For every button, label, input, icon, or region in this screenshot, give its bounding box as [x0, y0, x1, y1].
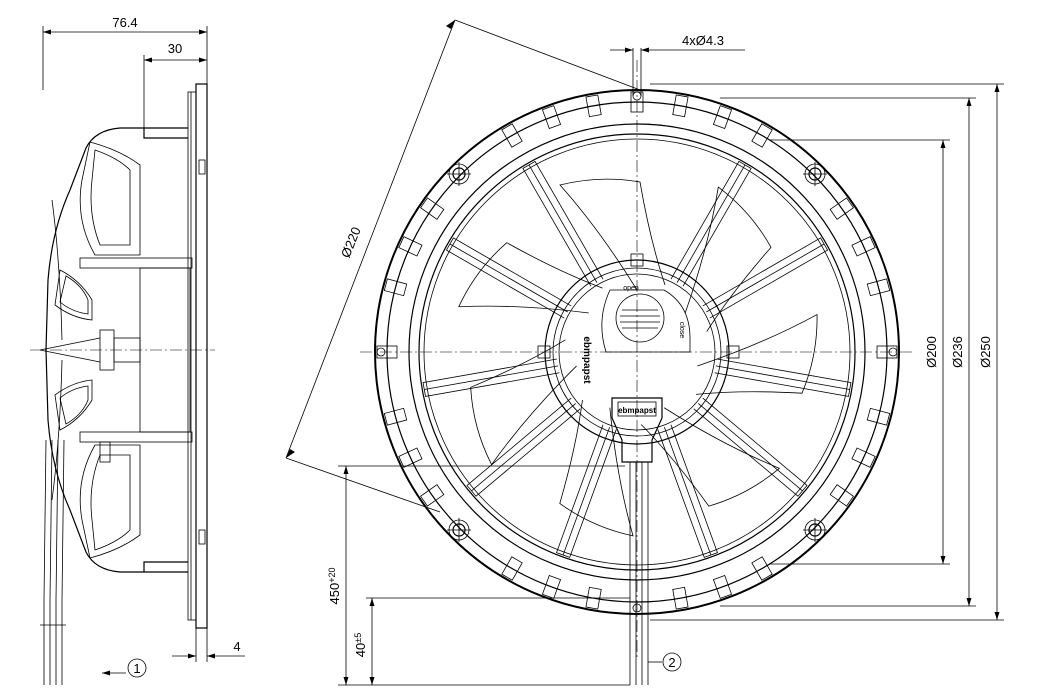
- dim-flange-label: 30: [168, 41, 182, 56]
- dim-cable-main-value: 450: [327, 583, 342, 605]
- dim-d250-label: Ø250: [978, 336, 993, 368]
- hub-brand-label: ebmpapst: [581, 336, 592, 384]
- label-open: open: [623, 285, 639, 292]
- dim-cable-strip-tolerance: ±5: [353, 633, 363, 643]
- dim-holes-label: 4xØ4.3: [682, 33, 724, 48]
- dim-d236-label: Ø236: [950, 336, 965, 368]
- impeller-blades: [458, 178, 818, 537]
- ring-ribs: [376, 91, 898, 610]
- hub-outer: [544, 259, 730, 445]
- dim-d220-label: Ø220: [338, 225, 364, 260]
- outer-ring: [374, 89, 900, 615]
- connector-brand-label: ebmpapst: [618, 406, 656, 415]
- callout-1-circle: [127, 658, 147, 678]
- dim-cable-strip-label: 40±5: [353, 633, 368, 657]
- cable-connector: [611, 397, 663, 463]
- dim-thickness-label: 4: [233, 639, 240, 654]
- callout-2-label: 2: [668, 655, 675, 670]
- callout-2-circle: [662, 652, 682, 672]
- dim-cable-main-tolerance: +20: [327, 568, 337, 583]
- callout-1-label: 1: [133, 661, 140, 676]
- dim-cable-strip-value: 40: [353, 643, 368, 657]
- dim-d200-label: Ø200: [924, 336, 939, 368]
- struts: [422, 160, 852, 558]
- dim-depth-label: 76.4: [112, 15, 137, 30]
- dim-cable-main-label: 450+20: [327, 568, 342, 605]
- front-view: open close ebmpapst ebmpapst Ø220 4xØ4.3…: [285, 19, 1004, 686]
- side-view: 76.4 30: [30, 15, 245, 685]
- label-close: close: [678, 322, 685, 338]
